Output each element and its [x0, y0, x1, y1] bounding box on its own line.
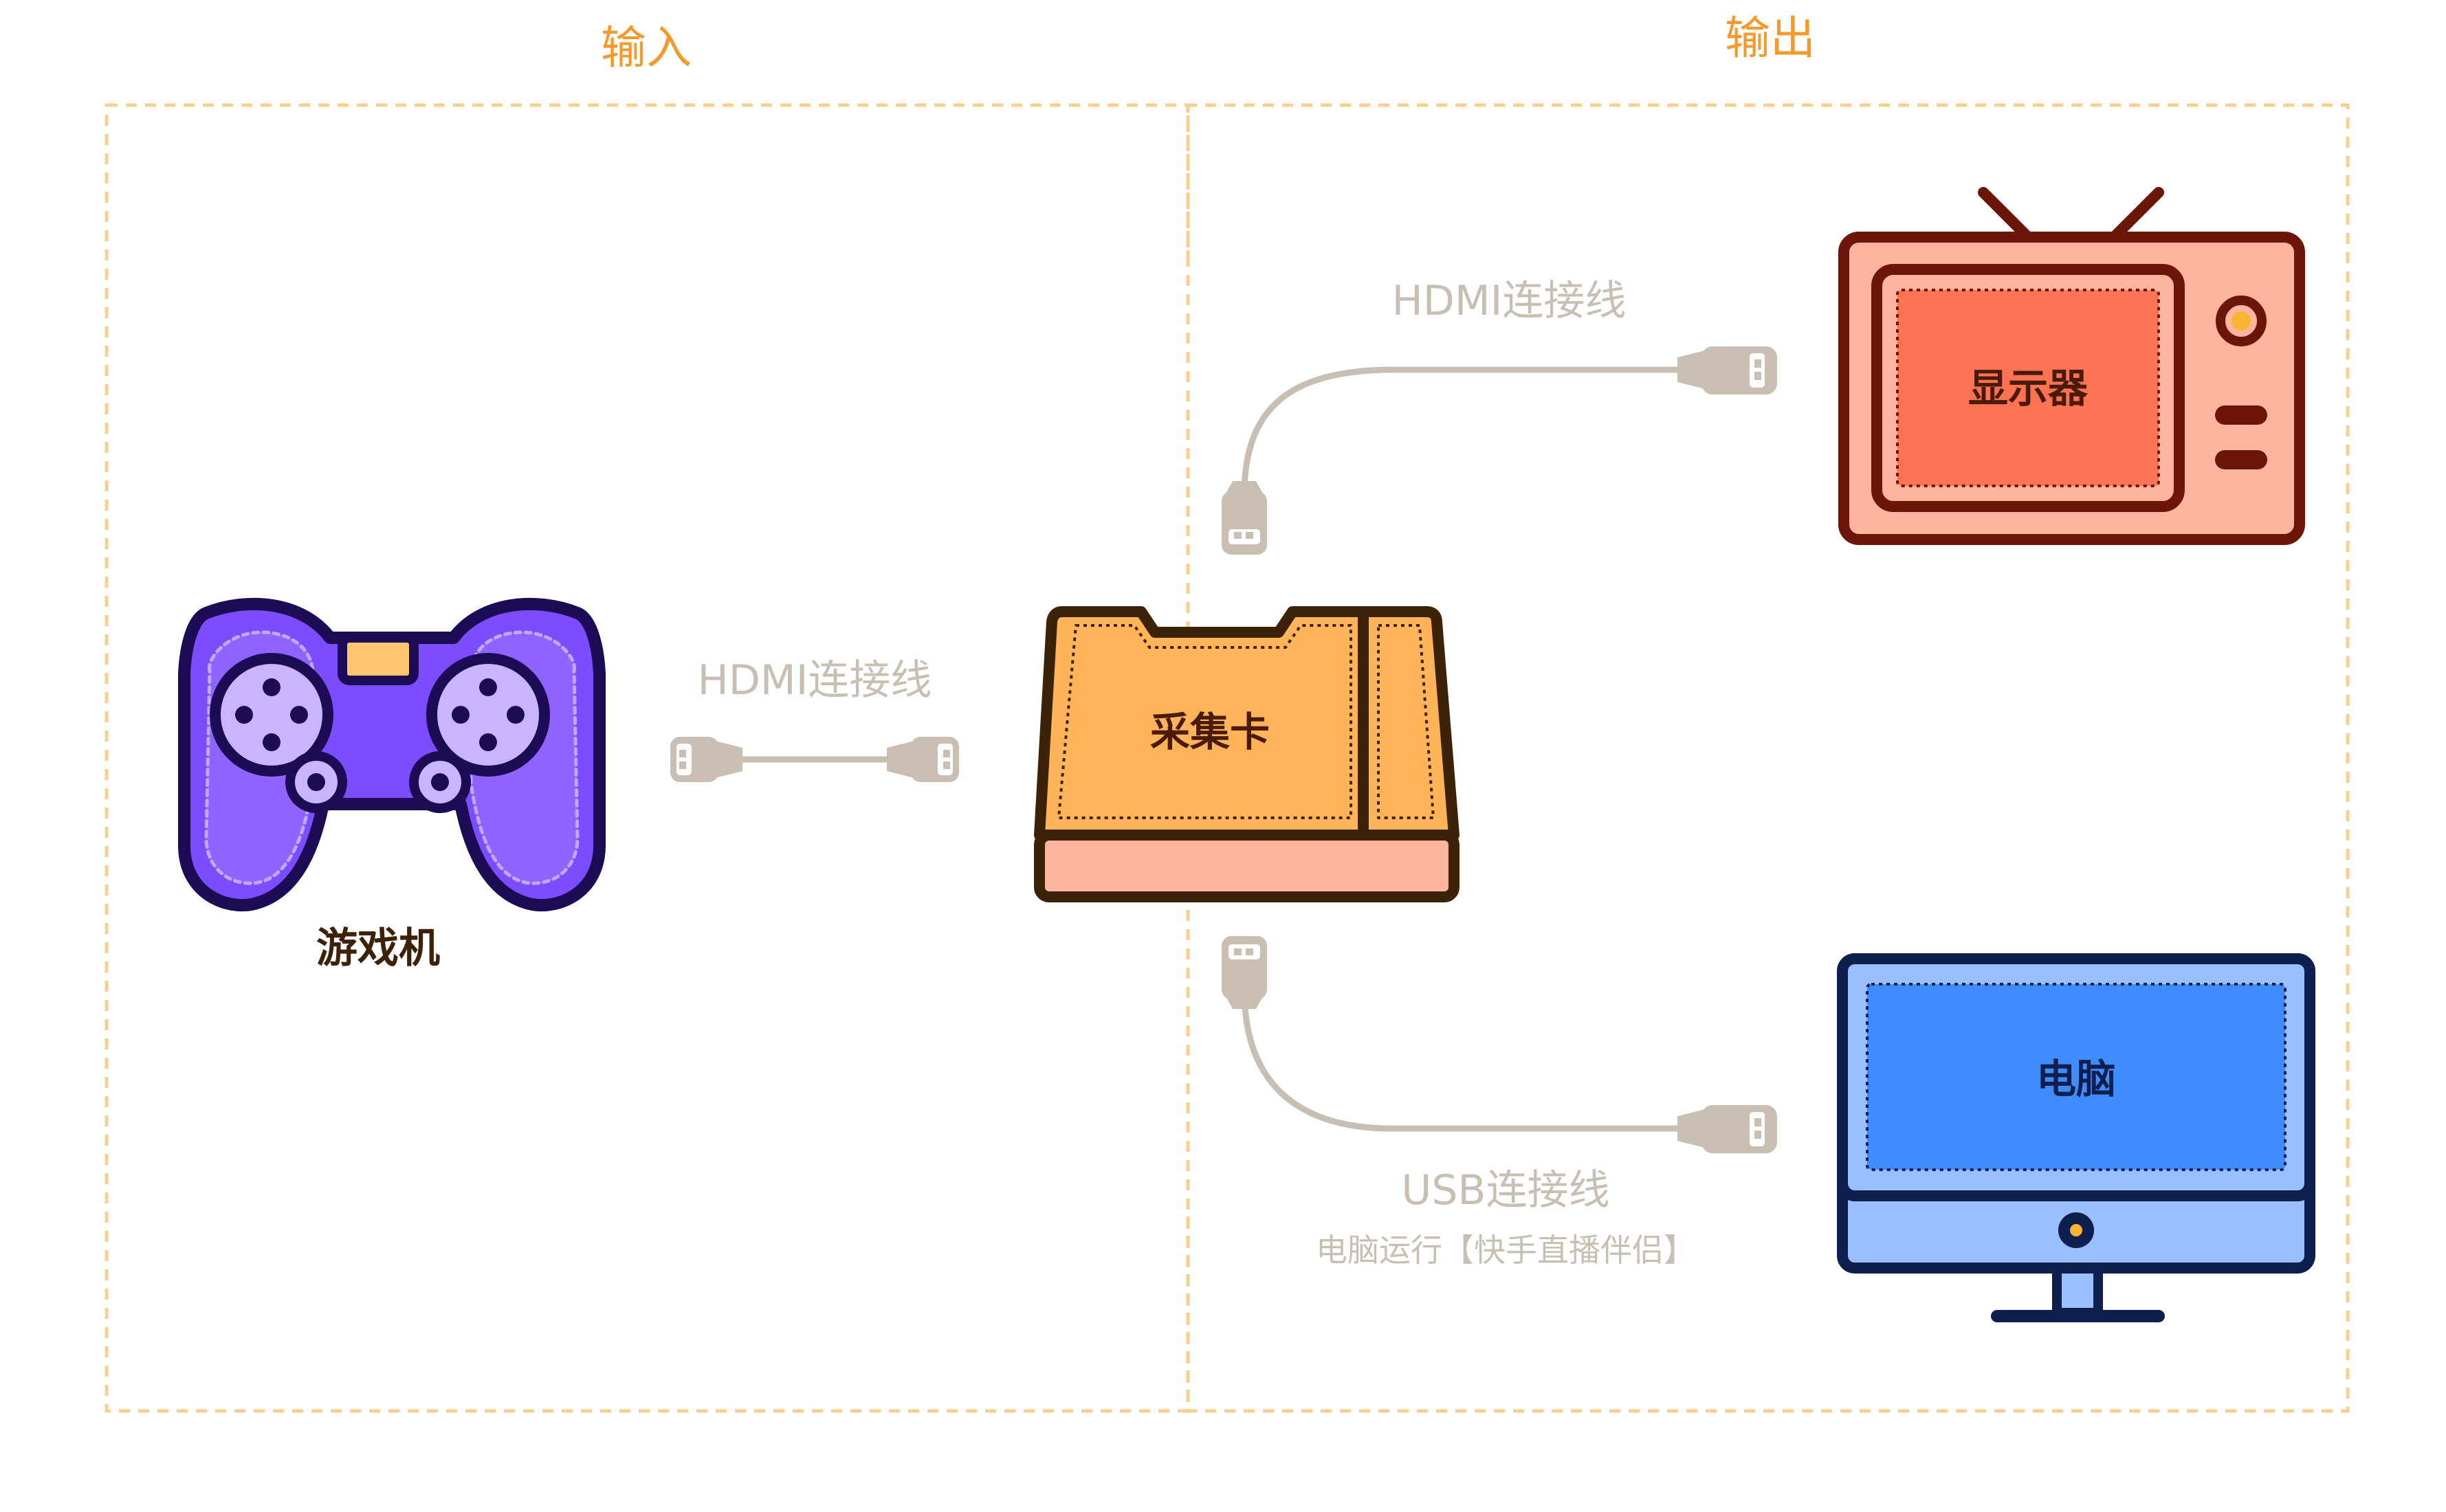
usb-plug-icon	[1677, 1105, 1777, 1153]
usb-cable-note: 电脑运行【快手直播伴侣】	[1316, 1232, 1695, 1269]
hdmi-plug-icon	[670, 737, 742, 782]
capture-card-label: 采集卡	[1150, 709, 1270, 755]
output-section-title: 输出	[1725, 12, 1816, 65]
tv-monitor-icon	[1838, 187, 2305, 545]
hdmi-plug-icon	[1677, 346, 1777, 394]
computer-label: 电脑	[2036, 1056, 2116, 1102]
monitor-cable-label: HDMI连接线	[1392, 277, 1627, 325]
usb-plug-icon	[1222, 936, 1267, 1009]
input-section-title: 输入	[601, 21, 692, 74]
usb-cable	[1222, 936, 1777, 1153]
console-label: 游戏机	[316, 924, 440, 972]
monitor-hdmi-cable	[1222, 346, 1777, 555]
gamepad-icon	[178, 597, 606, 912]
output-section-frame	[1186, 103, 2350, 1413]
computer-icon	[1837, 953, 2315, 1322]
capture-card-icon	[1034, 606, 1459, 902]
usb-cable-label: USB连接线	[1401, 1166, 1609, 1214]
input-cable-label: HDMI连接线	[698, 656, 932, 704]
hdmi-plug-icon	[1222, 481, 1267, 555]
input-hdmi-cable	[670, 737, 959, 782]
monitor-label: 显示器	[1968, 365, 2089, 412]
hdmi-plug-icon	[887, 737, 959, 782]
